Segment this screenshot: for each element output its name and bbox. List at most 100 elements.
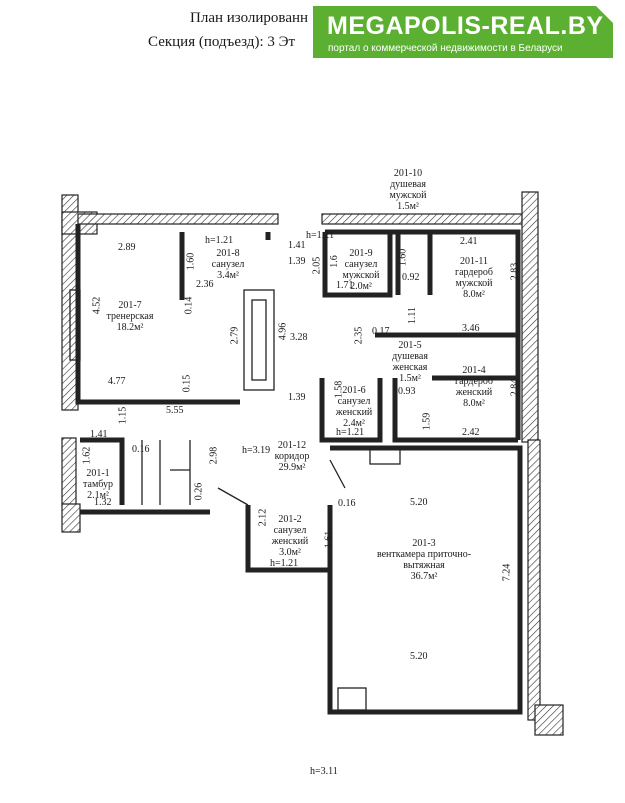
room-201-9-name: санузел мужской <box>342 259 380 281</box>
room-201-3-number: 201-3 <box>412 538 436 549</box>
dim-label: 0.17 <box>372 326 390 337</box>
wall-right-upper <box>325 229 521 440</box>
room-201-1: 201-1 тамбур 2.1м² <box>83 468 113 501</box>
left-bottom-block <box>61 503 81 533</box>
dim-label: 4.96 <box>277 322 289 341</box>
room-201-10-name: душевая мужской <box>389 179 427 201</box>
dim-label: 0.16 <box>338 498 356 509</box>
dim-label: 1.11 <box>407 306 419 325</box>
column-inner <box>251 299 267 381</box>
left-lower-column <box>61 437 77 507</box>
dim-label: 1.32 <box>94 497 112 508</box>
wall-201-3 <box>327 445 523 715</box>
column-201-8 <box>243 289 275 391</box>
room-201-6-area: 2.4м² <box>343 418 365 429</box>
dim-label: 1.62 <box>81 446 93 465</box>
diag-201-3 <box>329 459 346 489</box>
dim-label: 1.39 <box>288 392 306 403</box>
bottom-right-block <box>534 704 564 736</box>
ceiling-height-label: h=3.11 <box>310 766 338 777</box>
banner-brand: MEGAPOLIS-REAL.BY <box>327 12 604 40</box>
dim-label: 1.6 <box>328 255 340 268</box>
dim-label: h=3.19 <box>242 445 271 456</box>
dim-label: 2.05 <box>311 256 323 275</box>
dim-label: 1.71 <box>336 280 354 291</box>
dim-label: 4.77 <box>108 376 126 387</box>
room-201-5-name: душевая женская <box>392 351 428 373</box>
dim-label: 1.58 <box>333 380 345 399</box>
dim-label: h=1.21 <box>205 235 234 246</box>
dim-label: 1.59 <box>421 412 433 431</box>
dim-label: 3.46 <box>462 323 480 334</box>
dim-label: 5.55 <box>166 405 184 416</box>
room-201-8-number: 201-8 <box>216 248 240 259</box>
dim-label: h=1.21 <box>270 558 299 569</box>
room-201-6-name: санузел женский <box>335 396 373 418</box>
room-201-5-area: 1.5м² <box>399 373 421 384</box>
dim-label: 2.41 <box>460 236 478 247</box>
dim-label: 2.84 <box>509 378 521 397</box>
dim-label: 2.79 <box>229 326 241 345</box>
room-201-5: 201-5 душевая женская 1.5м² <box>383 340 437 384</box>
dim-label: 5.20 <box>410 651 428 662</box>
room-201-1-number: 201-1 <box>86 468 110 479</box>
dim-label: h=1.21 <box>306 230 335 241</box>
dim-label: h=1.21 <box>336 427 365 438</box>
dim-label: 0.92 <box>402 272 420 283</box>
room-201-4-name: гардероб женский <box>454 376 494 398</box>
banner-subtitle: портал о коммерческой недвижимости в Бел… <box>328 43 563 54</box>
room-201-4-number: 201-4 <box>462 365 486 376</box>
plan-title: План изолированн <box>190 10 309 26</box>
room-201-11: 201-11 гардероб мужской 8.0м² <box>444 256 504 300</box>
room-201-10-number: 201-10 <box>393 168 423 179</box>
room-201-9-area: 2.0м² <box>350 281 372 292</box>
room-201-12-area: 29.9м² <box>278 462 306 473</box>
room-201-2-area: 3.0м² <box>279 547 301 558</box>
room-201-11-name: гардероб мужской <box>454 267 494 289</box>
dim-label: 1.60 <box>185 252 197 271</box>
room-201-11-number: 201-11 <box>460 256 488 267</box>
vent-shaft <box>337 687 367 711</box>
dim-label: 2.42 <box>462 427 480 438</box>
right-wall-column <box>521 191 539 443</box>
dim-label: 1.61 <box>323 530 335 549</box>
room-201-11-area: 8.0м² <box>463 289 485 300</box>
room-201-8-area: 3.4м² <box>217 270 239 281</box>
room-201-10: 201-10 душевая мужской 1.5м² <box>383 168 433 212</box>
room-201-1-area: 2.1м² <box>87 490 109 501</box>
diag-201-2 <box>217 487 249 506</box>
room-201-9-number: 201-9 <box>349 248 373 259</box>
room-201-3: 201-3 венткамера приточно-вытяжная 36.7м… <box>369 538 479 582</box>
room-201-1-name: тамбур <box>83 479 113 490</box>
room-201-2: 201-2 санузел женский 3.0м² <box>263 514 317 558</box>
dim-label: 5.20 <box>410 497 428 508</box>
room-201-8: 201-8 санузел 3.4м² <box>212 248 245 281</box>
room-201-4: 201-4 гардероб женский 8.0м² <box>444 365 504 409</box>
room-201-7-number: 201-7 <box>118 300 142 311</box>
dim-label: 7.24 <box>501 563 513 582</box>
wall-201-6 <box>319 378 383 443</box>
room-201-7: 201-7 тренерская 18.2м² <box>107 300 154 333</box>
room-201-2-number: 201-2 <box>278 514 302 525</box>
room-201-9: 201-9 санузел мужской 2.0м² <box>338 248 384 292</box>
wall-201-4 <box>392 378 518 443</box>
room-201-3-name: венткамера приточно-вытяжная <box>376 549 472 571</box>
dim-label: 0.15 <box>181 374 193 393</box>
dim-label: 2.83 <box>509 262 521 281</box>
top-wall-right <box>321 213 523 225</box>
room-201-6-number: 201-6 <box>342 385 366 396</box>
dim-label: 2.12 <box>257 508 269 527</box>
right-wall-lower <box>527 439 541 721</box>
dim-label: 0.14 <box>183 296 195 315</box>
dim-label: 0.93 <box>398 386 416 397</box>
room-201-10-area: 1.5м² <box>397 201 419 212</box>
section-floor-line: Секция (подъезд): 3 Эт <box>148 34 296 50</box>
room-201-7-name: тренерская <box>106 311 154 322</box>
megapolis-banner[interactable]: MEGAPOLIS-REAL.BY портал о коммерческой … <box>313 6 614 58</box>
room-201-6: 201-6 санузел женский 2.4м² <box>329 385 379 429</box>
dim-label: 2.98 <box>208 446 220 465</box>
room-201-12-number: 201-12 <box>277 440 307 451</box>
top-wall-left <box>77 213 279 225</box>
dim-label: 1.41 <box>288 240 306 251</box>
